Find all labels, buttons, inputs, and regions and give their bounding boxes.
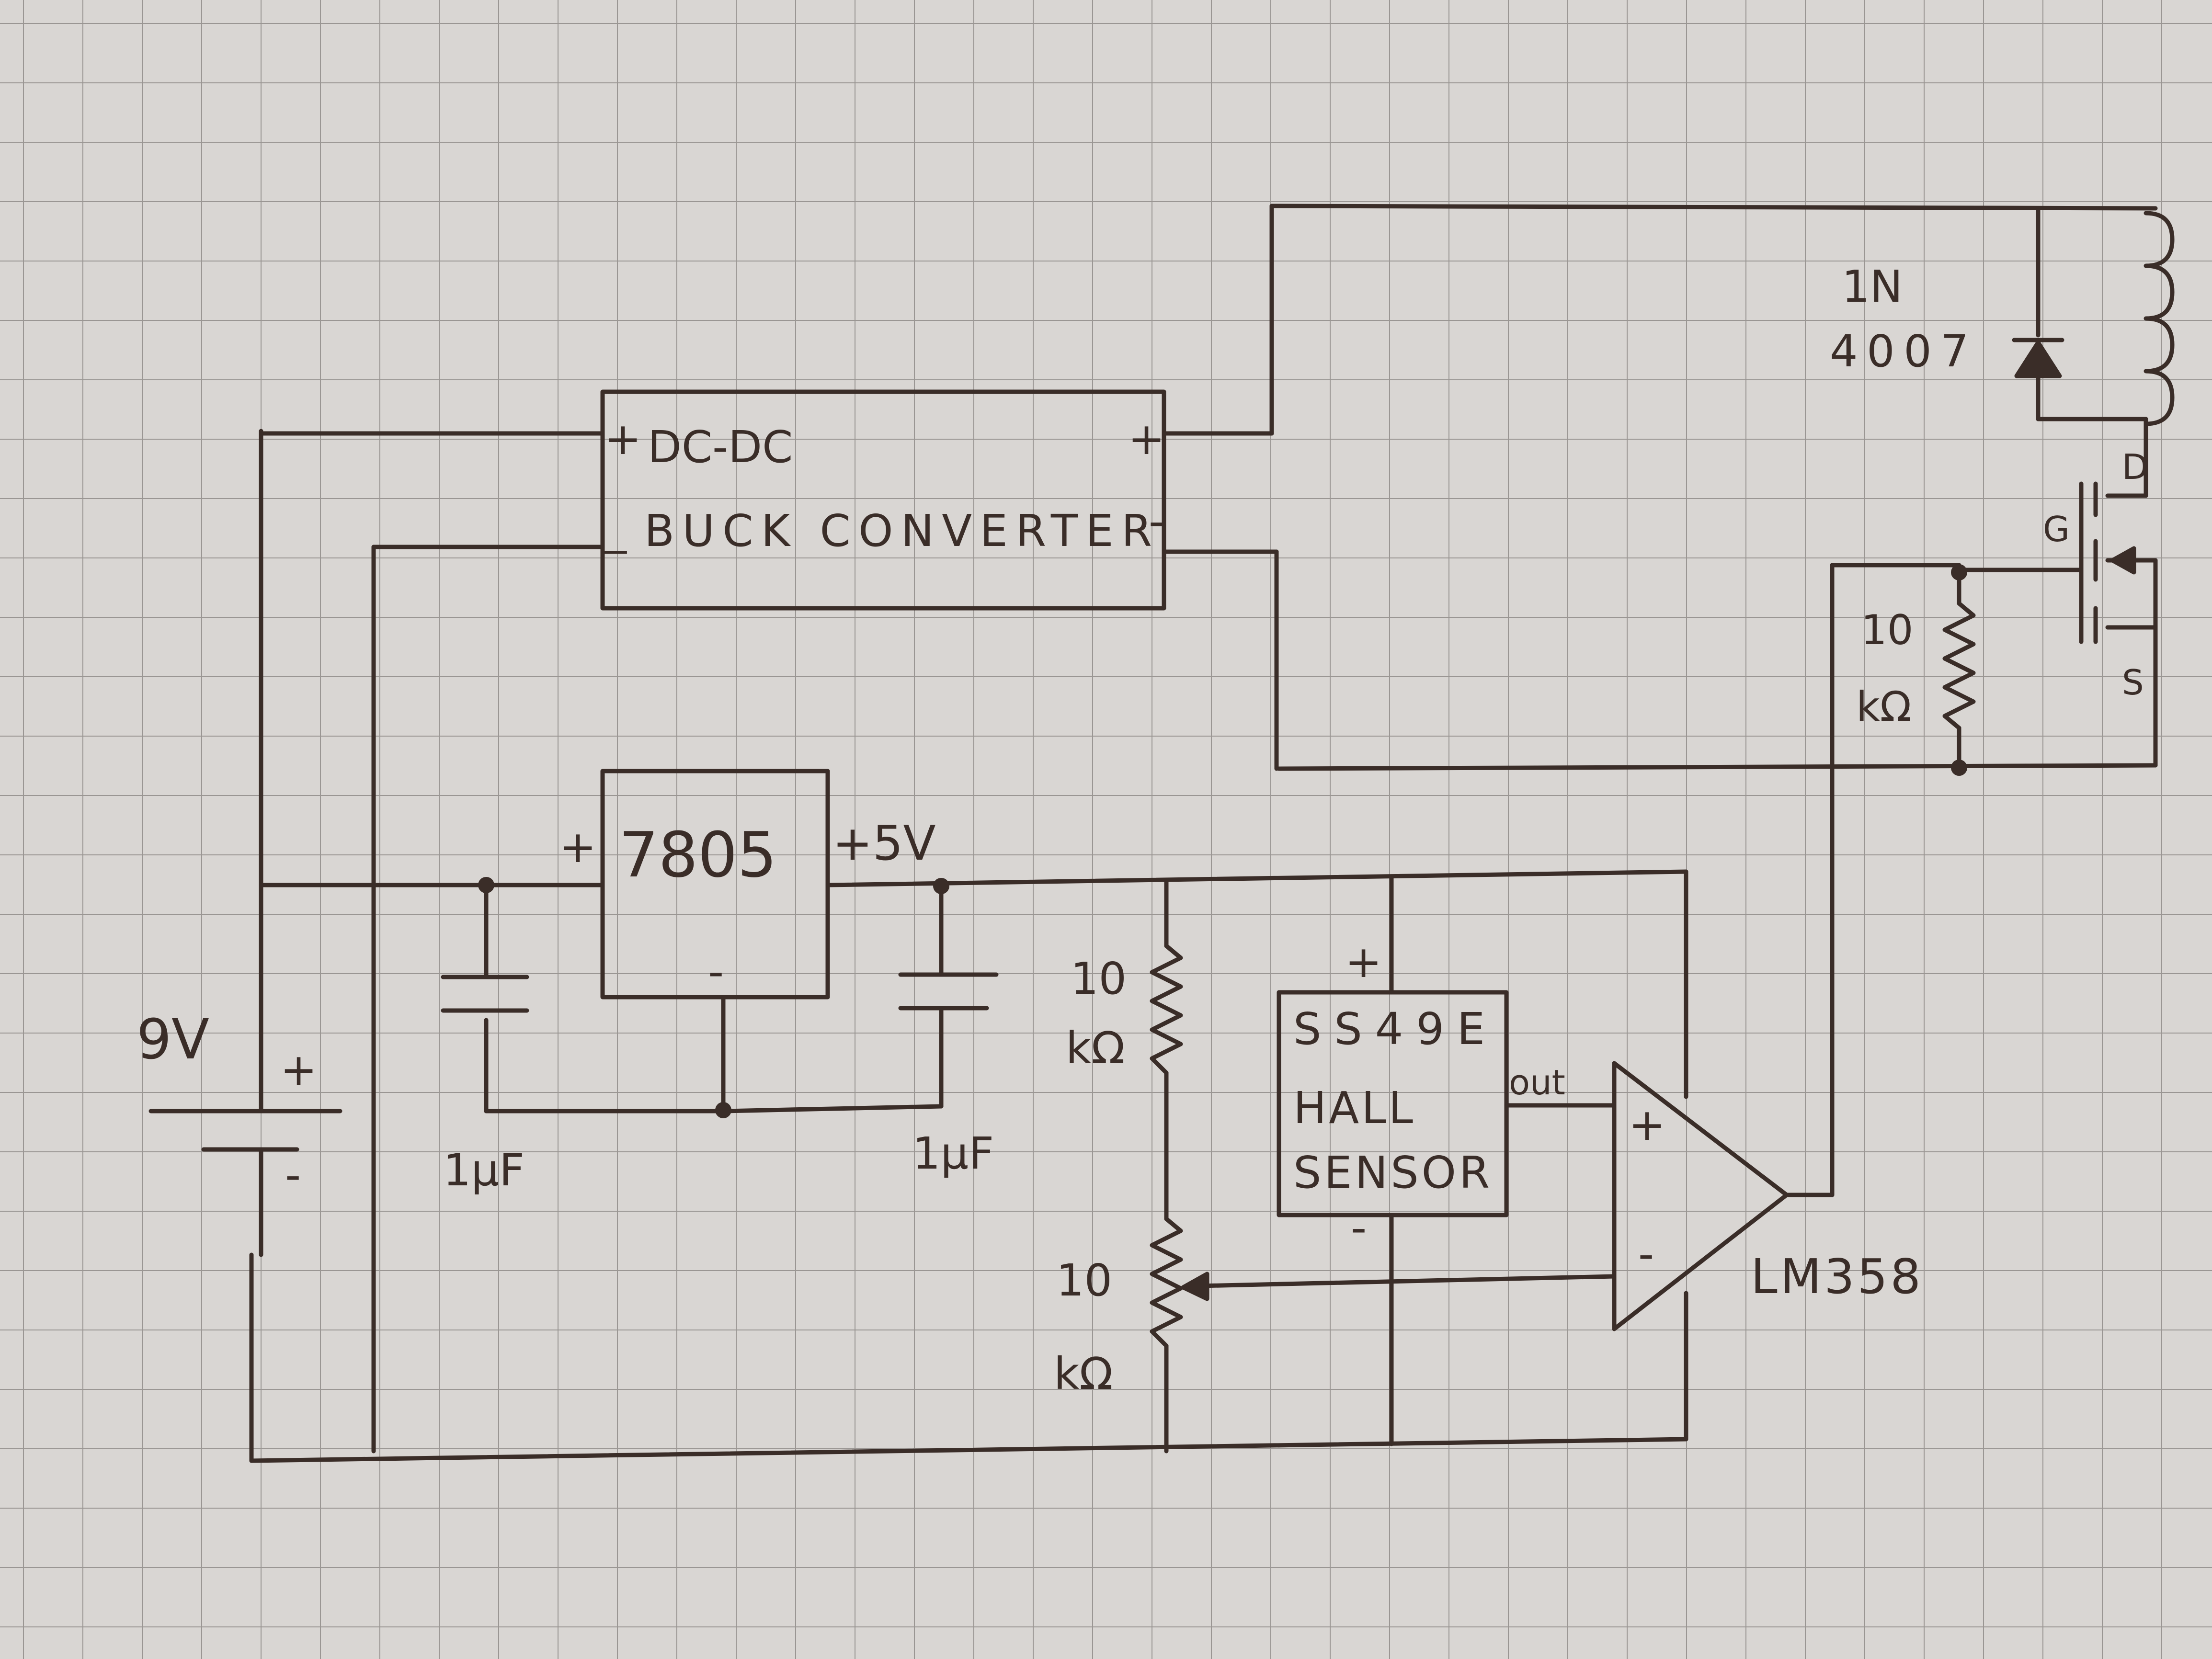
buck-converter-box: [600, 389, 1166, 611]
mosfet-gate-label: G: [2043, 509, 2070, 549]
buck-plus-out-label: +: [1128, 413, 1165, 465]
opamp-name-label: LM358: [1751, 1249, 1921, 1305]
wire-cap1: [484, 883, 726, 1114]
wire-buck-negative-out: [1162, 549, 1279, 771]
regulator-minus-label: -: [708, 946, 724, 997]
opamp-plus-label: +: [1629, 1099, 1665, 1150]
junction-dot: [478, 877, 494, 893]
capacitor-1: [441, 975, 529, 1013]
junction-dot: [1951, 564, 1967, 580]
gate-resistor-unit: kΩ: [1856, 683, 1912, 731]
mosfet-source-label: S: [2122, 662, 2144, 703]
potentiometer: [1150, 1216, 1617, 1454]
wire-buck-negative-in: [371, 545, 605, 1454]
mosfet: [2079, 417, 2158, 768]
junction-dots: [478, 564, 1967, 1118]
wire-battery-positive: [259, 429, 605, 1008]
junction-dot: [933, 878, 949, 894]
buck-title-label: DC-DC: [648, 421, 793, 473]
mosfet-drain-label: D: [2122, 447, 2148, 487]
capacitor-2: [898, 972, 999, 1011]
buck-minus-out-label: -: [1149, 496, 1164, 547]
junction-dot: [1951, 760, 1967, 776]
battery-plus-label: +: [280, 1044, 317, 1095]
regulator-plus-label: +: [559, 821, 596, 873]
divider-resistor-unit: kΩ: [1066, 1023, 1125, 1074]
opamp-lm358: [1612, 1061, 1835, 1331]
gate-resistor-value: 10: [1861, 606, 1913, 654]
regulator-name-label: 7805: [619, 818, 777, 891]
wire-buck-positive-out: [1162, 204, 2158, 436]
gate-resistor: [1277, 563, 2158, 771]
battery-voltage-label: 9V: [137, 1008, 209, 1072]
diode-name-line1: 1N: [1842, 261, 1903, 312]
hall-minus-label: -: [1351, 1202, 1367, 1253]
junction-dot: [715, 1102, 731, 1118]
wire-ground-bus: [249, 1252, 1688, 1463]
buck-minus-in-label: _: [604, 503, 627, 554]
potentiometer-value: 10: [1056, 1255, 1112, 1306]
battery-symbol: [148, 1003, 342, 1257]
hall-name-line2: HALL: [1293, 1082, 1413, 1134]
wire-5v-rail: [825, 869, 1688, 1099]
hall-out-label: out: [1509, 1062, 1565, 1102]
potentiometer-unit: kΩ: [1054, 1348, 1113, 1399]
divider-resistor-value: 10: [1071, 953, 1127, 1004]
five-volt-label: +5V: [832, 815, 936, 871]
relay-coil: [2144, 211, 2175, 426]
capacitor-1-label: 1µF: [443, 1145, 524, 1196]
opamp-minus-label: -: [1638, 1228, 1654, 1280]
wire-regulator-ground: [721, 995, 944, 1114]
buck-plus-in-label: +: [604, 413, 641, 465]
divider-resistor: [1150, 879, 1183, 1221]
battery-minus-label: -: [285, 1149, 301, 1201]
hall-plus-label: +: [1345, 936, 1382, 988]
flyback-diode: [2012, 206, 2148, 421]
capacitor-2-label: 1µF: [912, 1128, 994, 1179]
